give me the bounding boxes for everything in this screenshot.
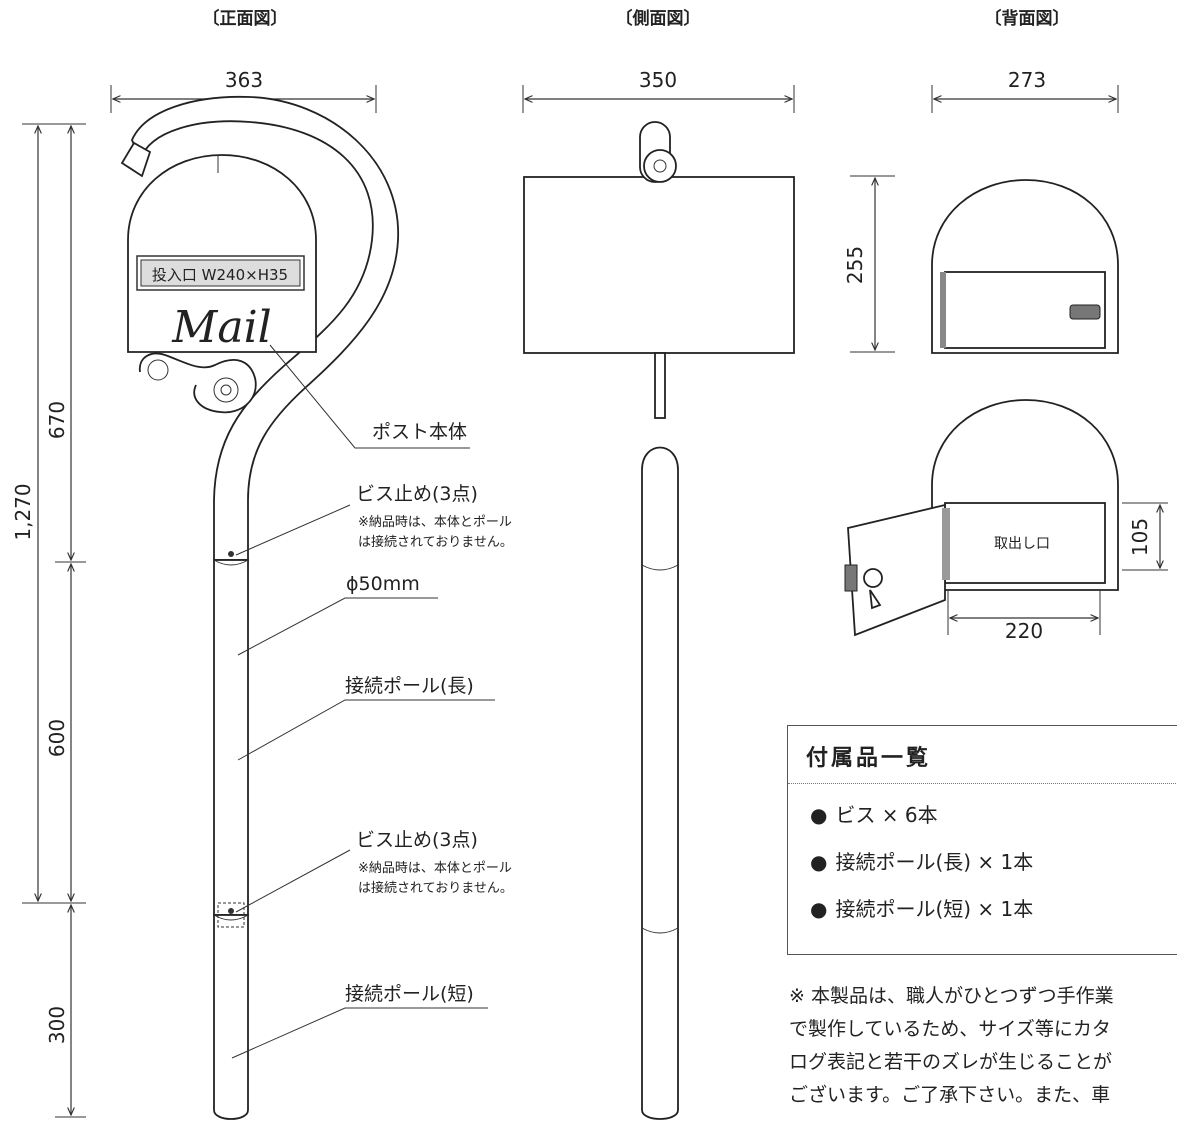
list-item: ● 接続ポール(短) × 1本 — [810, 886, 1177, 933]
opening-width-label: 220 — [1005, 619, 1043, 643]
back-view-title: 〔背面図〕 — [985, 8, 1070, 29]
side-view-title: 〔側面図〕 — [616, 8, 701, 29]
accessory-item-label: ビス × 6本 — [835, 803, 938, 827]
screw-note-2b: は接続されておりません。 — [358, 880, 513, 896]
opening-height-dimension: 105 — [1122, 502, 1168, 571]
screw-note-1b: は接続されておりません。 — [358, 534, 513, 550]
back-height-label: 255 — [843, 246, 867, 284]
side-mailbox — [523, 121, 795, 1120]
screw-callout-2: ビス止め(3点) — [356, 829, 478, 851]
list-item: ● ビス × 6本 — [810, 792, 1177, 839]
accessory-item-label: 接続ポール(長) × 1本 — [835, 850, 1034, 874]
screw-note-2a: ※納品時は、本体とポール — [358, 861, 512, 876]
footnote: ※ 本製品は、職人がひとつずつ手作業 で製作しているため、サイズ等にカタ ログ表… — [789, 980, 1177, 1112]
front-width-label: 363 — [225, 68, 263, 92]
screw-callout-1: ビス止め(3点) — [356, 483, 478, 505]
leader-lines — [231, 344, 495, 1059]
footnote-line: で製作しているため、サイズ等にカタ — [789, 1018, 1111, 1040]
slot-label: 投入口 W240×H35 — [152, 266, 288, 284]
back-width-dimension: 273 — [931, 68, 1119, 113]
accessory-list: ● ビス × 6本 ● 接続ポール(長) × 1本 ● 接続ポール(短) × 1本 — [788, 784, 1177, 933]
total-height-label: 1,270 — [11, 483, 35, 540]
side-width-label: 350 — [639, 68, 677, 92]
front-mailbox: 投入口 W240×H35 Mail — [120, 95, 399, 1120]
body-height-label: 670 — [45, 401, 69, 439]
back-mailbox-closed — [931, 179, 1119, 354]
accessory-list-title: 付属品一覧 — [788, 726, 1177, 784]
post-body-callout: ポスト本体 — [372, 421, 467, 443]
pole-short-callout: 接続ポール(短) — [345, 983, 474, 1005]
accessory-item-label: 接続ポール(短) × 1本 — [835, 897, 1034, 921]
takeout-label: 取出し口 — [994, 536, 1050, 552]
opening-height-label: 105 — [1128, 518, 1152, 556]
back-width-label: 273 — [1008, 68, 1046, 92]
bullet-icon: ● — [810, 897, 828, 921]
bullet-icon: ● — [810, 803, 828, 827]
back-mailbox-open: 取出し口 — [844, 399, 1119, 637]
screw-note-1a: ※納品時は、本体とポール — [358, 515, 512, 530]
vertical-dimensions: 1,270 670 600 300 — [11, 123, 86, 1118]
back-height-dimension: 255 — [843, 175, 895, 353]
footnote-line: ※ 本製品は、職人がひとつずつ手作業 — [789, 985, 1114, 1007]
side-width-dimension: 350 — [522, 68, 795, 113]
pole-long-height-label: 600 — [45, 719, 69, 757]
list-item: ● 接続ポール(長) × 1本 — [810, 839, 1177, 886]
bullet-icon: ● — [810, 850, 828, 874]
mail-logo: Mail — [171, 302, 271, 353]
accessory-list-box: 付属品一覧 ● ビス × 6本 ● 接続ポール(長) × 1本 ● 接続ポール(短) … — [787, 725, 1177, 955]
opening-width-dimension: 220 — [947, 590, 1101, 643]
pole-short-height-label: 300 — [45, 1006, 69, 1044]
footnote-line: ログ表記と若干のズレが生じることが — [789, 1051, 1113, 1073]
front-view-title: 〔正面図〕 — [203, 8, 288, 29]
diameter-callout: ϕ50mm — [346, 573, 420, 595]
footnote-line: ございます。ご了承下さい。また、車 — [789, 1084, 1111, 1106]
pole-long-callout: 接続ポール(長) — [345, 675, 474, 697]
